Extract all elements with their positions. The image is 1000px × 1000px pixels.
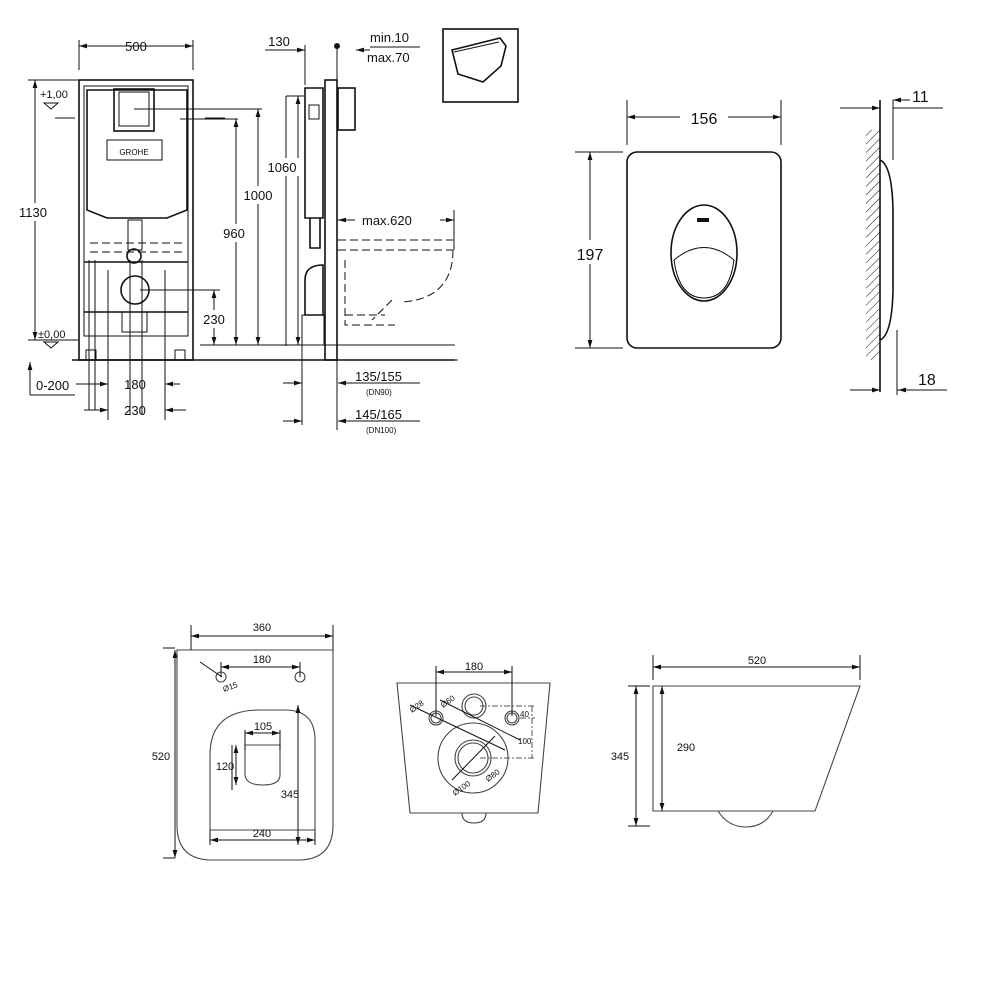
dim-197: 197 xyxy=(577,247,604,264)
toilet-back-view: 180 Ø28 Ø60 40 100 Ø80 Ø100 xyxy=(396,661,551,824)
dim-240: 240 xyxy=(253,828,271,840)
flush-plate-side: 11 18 xyxy=(840,89,947,395)
dim-180: 180 xyxy=(124,377,146,392)
hole-dia-15: Ø15 xyxy=(222,680,240,694)
dim-145-165: 145/165 xyxy=(355,407,402,422)
dim-1060: 1060 xyxy=(268,160,297,175)
dim-180-back: 180 xyxy=(465,661,483,673)
dim-11: 11 xyxy=(912,89,929,106)
level-top: +1,00 xyxy=(40,89,68,101)
dn90-label: (DN90) xyxy=(366,388,392,397)
frame-side-dimensions: 130 min.10 max.70 1060 max.620 135/155 (… xyxy=(264,30,455,435)
dim-18: 18 xyxy=(918,372,936,389)
level-floor: ±0,00 xyxy=(38,329,65,341)
dim-290: 290 xyxy=(677,742,695,754)
dim-130: 130 xyxy=(268,34,290,49)
flush-plate-dimensions: 156 197 xyxy=(575,100,782,349)
dim-40: 40 xyxy=(520,710,529,719)
dim-500: 500 xyxy=(125,39,147,54)
toilet-thumbnail xyxy=(442,28,519,103)
dim-max-620: max.620 xyxy=(362,213,412,228)
dim-135-155: 135/155 xyxy=(355,369,402,384)
dim-1130: 1130 xyxy=(19,205,47,220)
dim-100: 100 xyxy=(518,737,532,746)
dim-345-height: 345 xyxy=(611,751,629,763)
dia-28: Ø28 xyxy=(408,698,426,714)
dim-120: 120 xyxy=(216,761,234,773)
frame-front-dimensions: 500 1130 +1,00 ±0,00 1000 960 230 0-200 … xyxy=(10,39,455,420)
dim-230: 230 xyxy=(203,312,225,327)
dim-105: 105 xyxy=(254,721,272,733)
dn100-label: (DN100) xyxy=(366,426,397,435)
dim-0-200: 0-200 xyxy=(36,378,69,393)
dim-520-length: 520 xyxy=(152,751,170,763)
dim-520-side: 520 xyxy=(748,655,766,667)
dia-100: Ø100 xyxy=(451,779,473,798)
frame-side-view xyxy=(301,79,458,361)
dim-156: 156 xyxy=(691,111,718,128)
dim-230-width: 230 xyxy=(124,403,146,418)
flush-plate-front xyxy=(626,151,782,349)
dim-360: 360 xyxy=(253,622,271,634)
toilet-side-view: 520 345 290 xyxy=(611,655,861,828)
toilet-top-view: 360 520 180 Ø15 105 120 345 240 xyxy=(152,622,334,861)
max-70: max.70 xyxy=(367,50,410,65)
dim-345-bowl: 345 xyxy=(281,789,299,801)
dim-960: 960 xyxy=(223,226,245,241)
dim-1000: 1000 xyxy=(244,188,273,203)
min-10: min.10 xyxy=(370,30,409,45)
dim-180-holes: 180 xyxy=(253,654,271,666)
grohe-logo: GROHE xyxy=(119,148,148,157)
